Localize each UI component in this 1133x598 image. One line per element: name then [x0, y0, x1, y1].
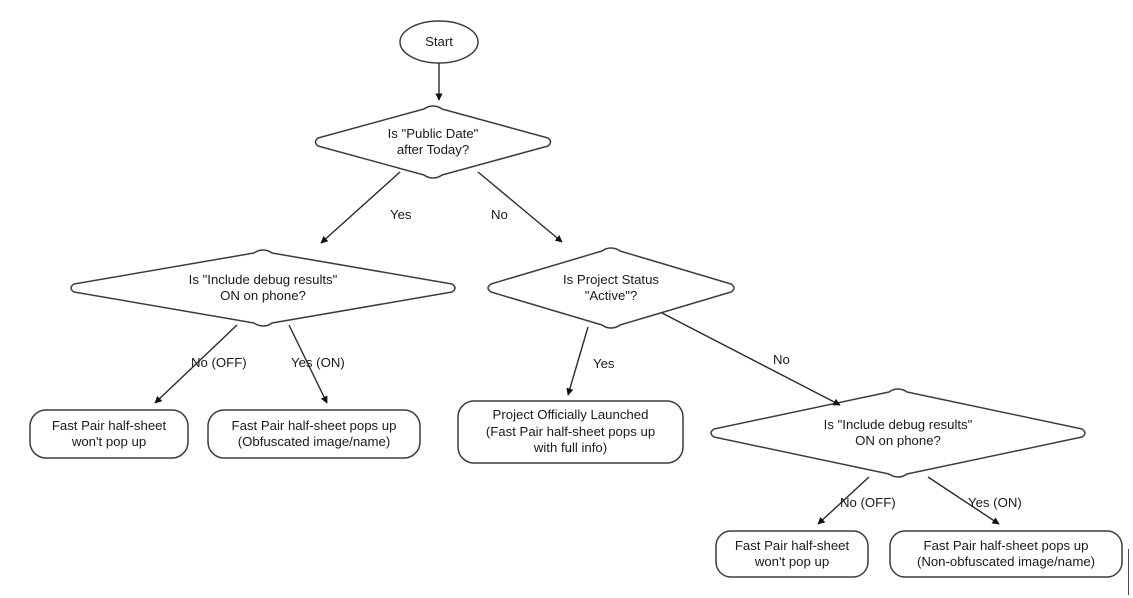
edge-label-project-status-yes: Yes — [593, 356, 615, 371]
connector-public-date-yes — [320, 171, 401, 244]
connector-debug-left-no — [154, 324, 238, 404]
edge-label-public-date-yes: Yes — [390, 207, 412, 222]
node-launched-shape[interactable] — [457, 400, 684, 464]
node-right-no-off-shape[interactable] — [715, 530, 869, 578]
edge-label-debug-right-no: No (OFF) — [840, 495, 896, 510]
node-public-date-shape[interactable] — [314, 105, 552, 179]
connector-debug-left-yes — [288, 324, 328, 404]
connector-debug-right-yes — [927, 476, 1000, 525]
node-start-shape[interactable] — [399, 20, 479, 64]
connector-project-status-yes — [566, 326, 589, 396]
edge-label-debug-left-no: No (OFF) — [191, 355, 247, 370]
connector-project-status-no — [661, 312, 841, 406]
edge-label-project-status-no: No — [773, 352, 790, 367]
page-edge-artifact — [1128, 549, 1129, 595]
connector-public-date-no — [477, 171, 563, 243]
node-left-no-off-shape[interactable] — [29, 409, 189, 459]
node-left-yes-on-shape[interactable] — [207, 409, 421, 459]
node-right-yes-on-shape[interactable] — [889, 530, 1123, 578]
node-debug-left-shape[interactable] — [70, 249, 456, 327]
edge-label-debug-right-yes: Yes (ON) — [968, 495, 1022, 510]
edge-label-debug-left-yes: Yes (ON) — [291, 355, 345, 370]
node-debug-right-shape[interactable] — [710, 388, 1086, 478]
edge-label-public-date-no: No — [491, 207, 508, 222]
node-project-status-shape[interactable] — [487, 247, 735, 329]
connector-debug-right-no — [817, 476, 870, 525]
